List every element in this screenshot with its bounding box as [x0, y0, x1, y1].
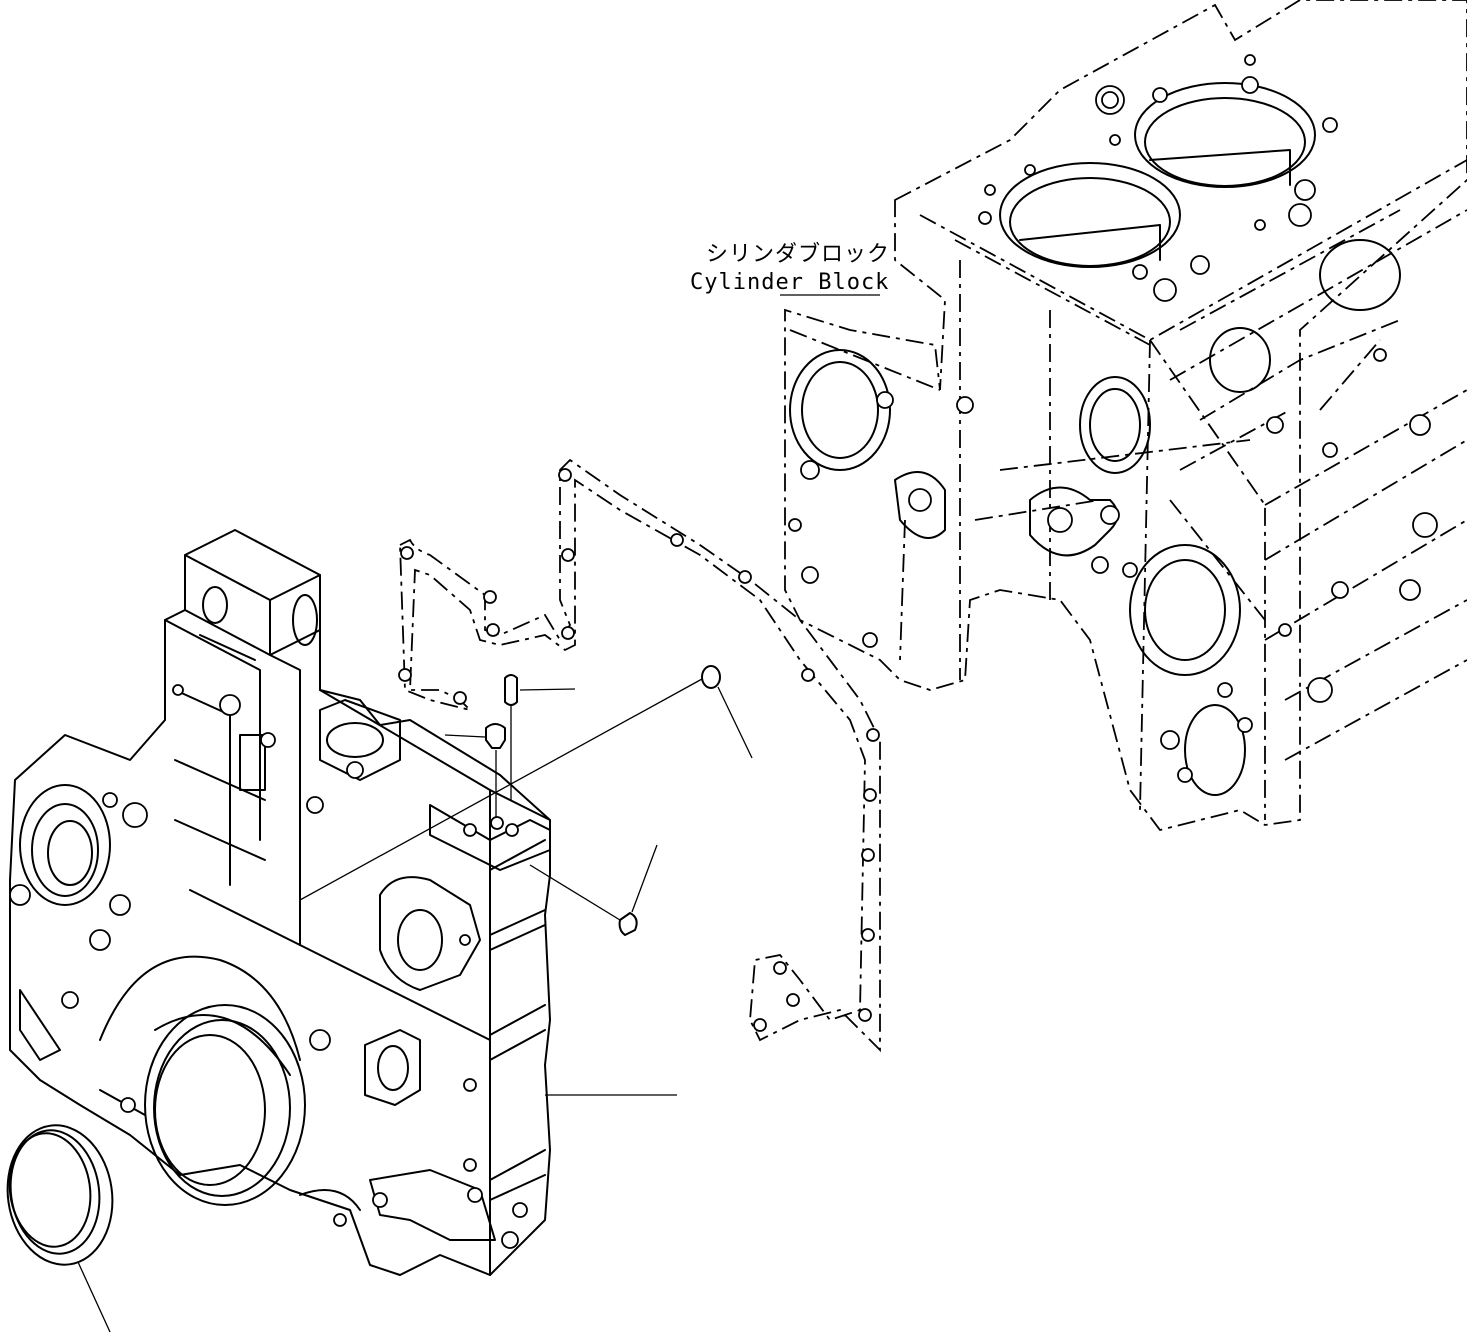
front-cover [9, 529, 677, 1276]
o-ring [299, 665, 753, 901]
cylinder-block [784, 0, 1467, 832]
cylinder-block-label-jp: シリンダブロック [706, 242, 891, 267]
oil-seal [6, 1124, 114, 1333]
screw-plug [529, 844, 658, 936]
front-gasket [398, 458, 881, 1053]
cylinder-block-label-en: Cylinder Block [690, 270, 890, 295]
plug [444, 723, 506, 820]
